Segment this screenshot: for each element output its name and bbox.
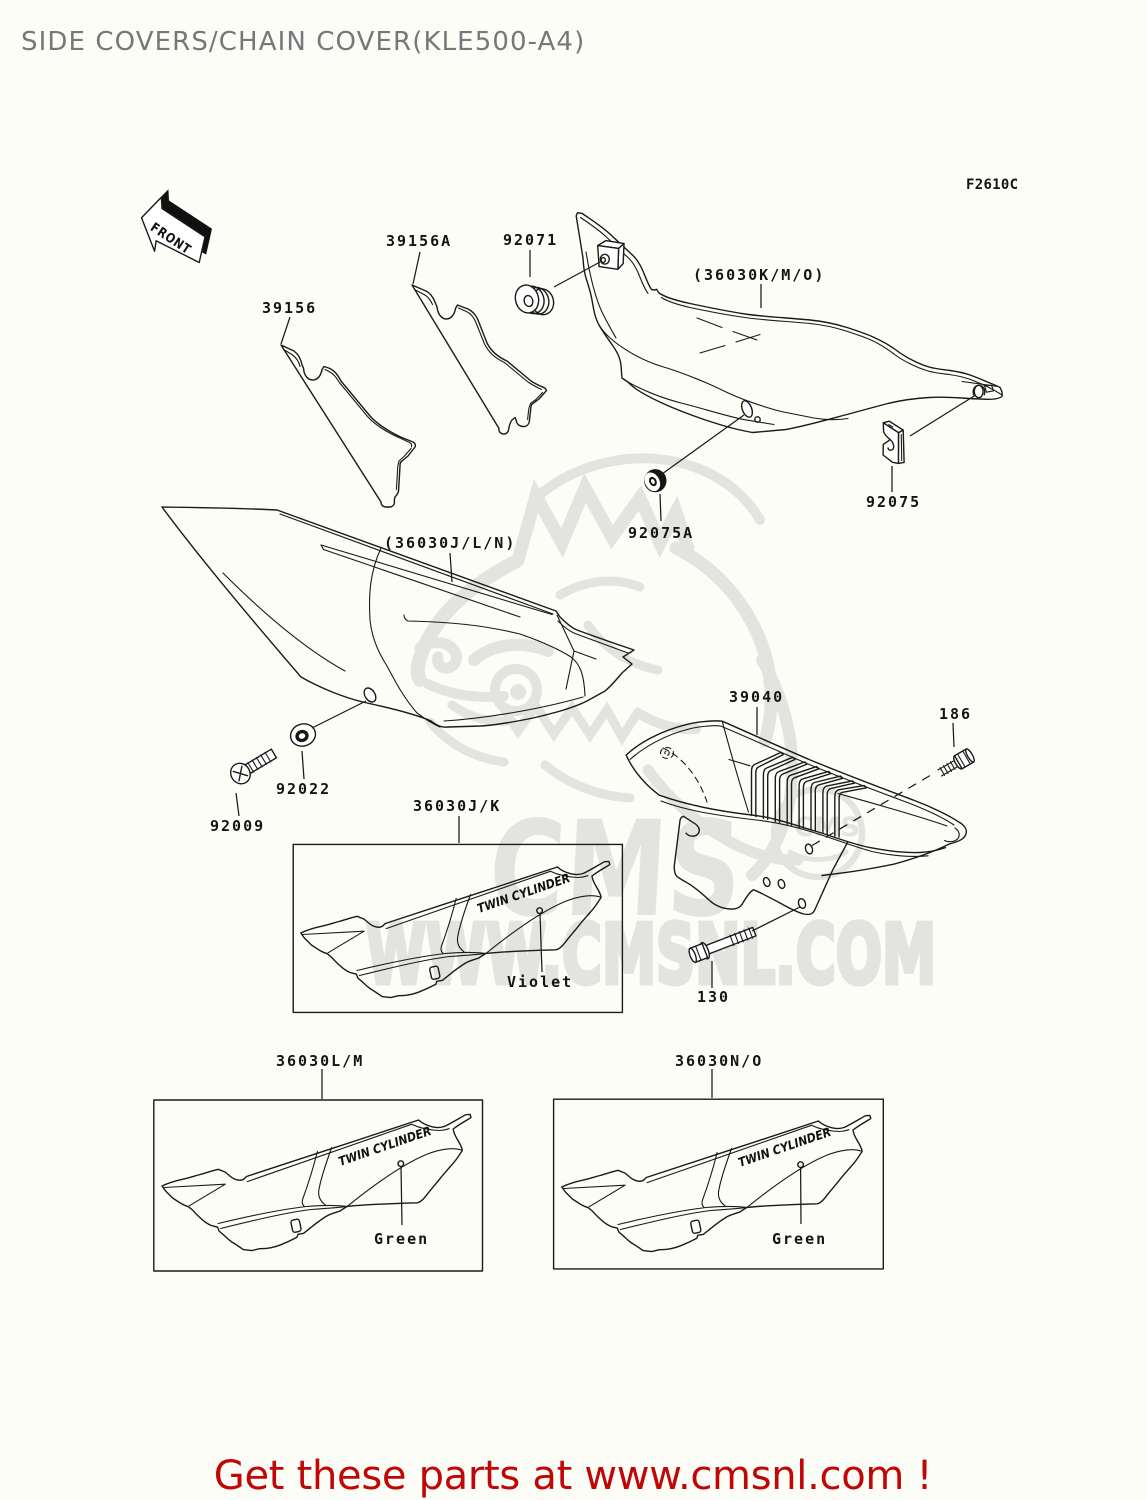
box-36030lm: TWIN CYLINDER — [153, 1099, 484, 1272]
label-green-lm: Green — [374, 1230, 429, 1248]
front-direction-arrow: FRONT — [140, 189, 212, 264]
label-36030lm: 36030L/M — [276, 1052, 364, 1070]
cmsnl-banner-text: Get these parts at www.cmsnl.com ! — [213, 1453, 933, 1499]
part-92022-washer — [289, 723, 317, 747]
chain-cover-ribs — [750, 751, 868, 838]
part-36030jln-side-cover — [161, 506, 635, 728]
part-92075a-grommet — [644, 469, 667, 493]
part-92071-grommet — [514, 284, 555, 316]
part-36030kmo-side-cover — [575, 212, 1003, 434]
label-130: 130 — [697, 988, 730, 1006]
figure-code: F2610C — [966, 177, 1018, 193]
part-39156a-pad — [411, 284, 548, 435]
label-92071: 92071 — [503, 231, 558, 249]
decal-text-no: TWIN CYLINDER — [736, 1124, 833, 1170]
part-92075-clip — [882, 420, 905, 465]
label-39156: 39156 — [262, 299, 317, 317]
part-39040-chain-cover — [625, 720, 967, 916]
leader-lines — [235, 250, 976, 1099]
part-130-bolt — [688, 926, 757, 964]
watermark-dragon-logo — [410, 453, 804, 881]
part-92009-screw — [229, 748, 278, 785]
part-labels: F2610C 39156 39156A 92071 (36030K/M/O) 9… — [210, 177, 1018, 1248]
watermark-url-text: WWW.CMSNL.COM — [366, 908, 936, 1003]
label-36030kmo: (36030K/M/O) — [693, 266, 825, 284]
label-36030jln: (36030J/L/N) — [384, 534, 516, 552]
label-92009: 92009 — [210, 817, 265, 835]
label-92022: 92022 — [276, 780, 331, 798]
box-36030no: TWIN CYLINDER — [552, 1098, 884, 1270]
label-92075a: 92075A — [628, 524, 694, 542]
label-36030no: 36030N/O — [675, 1052, 763, 1070]
part-39156-pad — [280, 344, 417, 508]
label-186: 186 — [939, 705, 972, 723]
label-green-no: Green — [772, 1230, 827, 1248]
label-violet: Violet — [507, 973, 573, 991]
label-39156a: 39156A — [386, 232, 452, 250]
label-39040: 39040 — [729, 688, 784, 706]
decal-text-lm: TWIN CYLINDER — [336, 1123, 433, 1169]
page-title: SIDE COVERS/CHAIN COVER(KLE500-A4) — [21, 27, 586, 57]
label-36030jk: 36030J/K — [413, 797, 501, 815]
watermark-cms-text: CMS — [485, 792, 746, 946]
label-92075: 92075 — [866, 493, 921, 511]
cms-watermark: CMS CMS WWW.CMSNL.COM — [364, 453, 938, 1005]
part-186-bolt — [937, 748, 975, 777]
